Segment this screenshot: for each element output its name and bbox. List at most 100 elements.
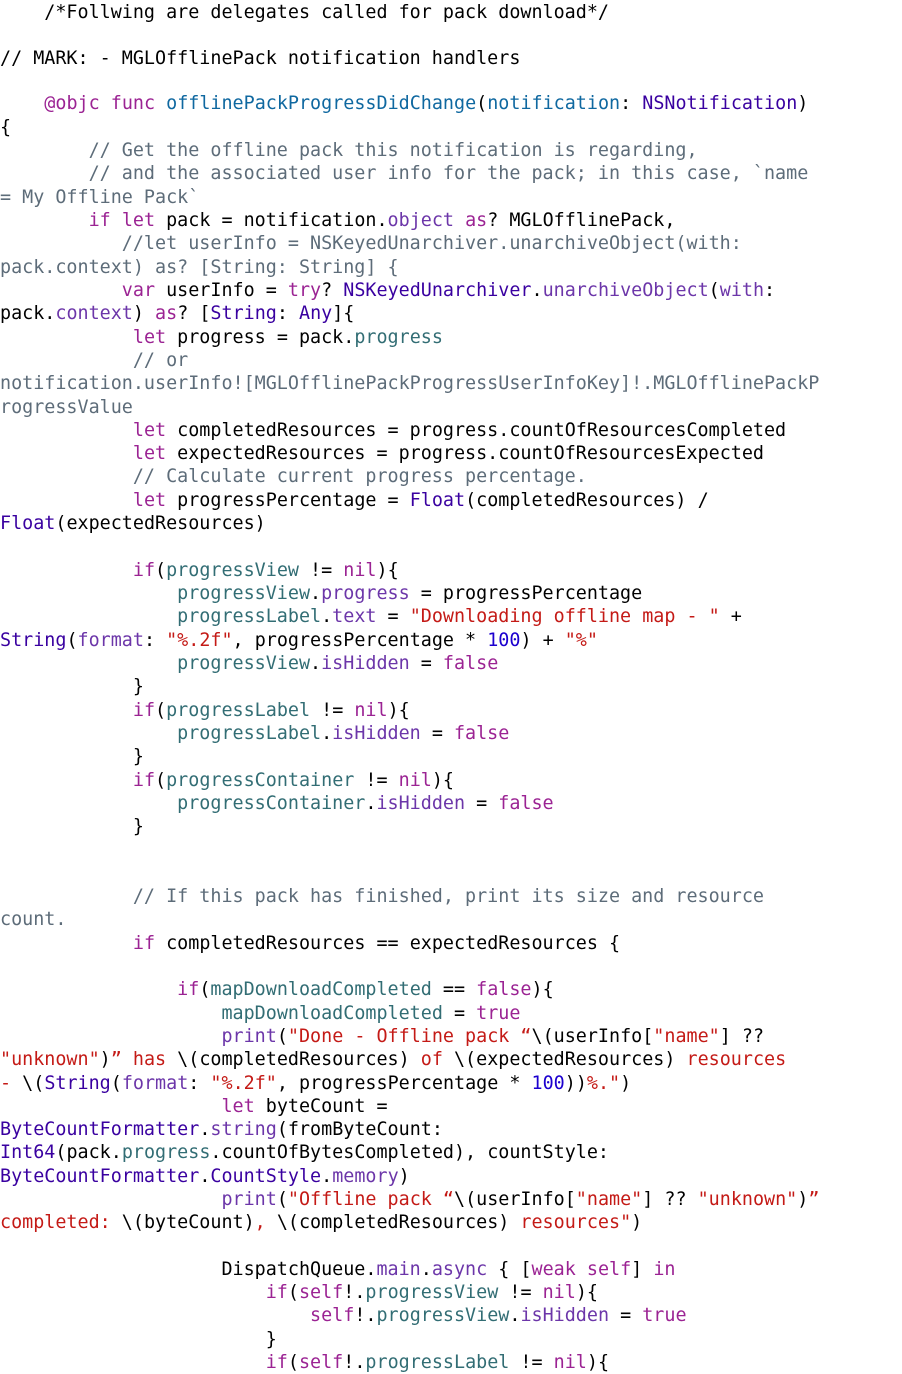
- code-token-plain: .: [310, 653, 322, 674]
- code-line[interactable]: = My Offline Pack`: [0, 186, 199, 210]
- code-token-prop: text: [332, 606, 377, 627]
- code-line[interactable]: count.: [0, 908, 66, 932]
- code-token-comment: // Calculate current progress percentage…: [0, 466, 587, 487]
- code-token-plain: (: [155, 700, 167, 721]
- code-token-member: progressContainer: [177, 793, 366, 814]
- code-line[interactable]: // or: [0, 349, 188, 373]
- code-token-plain: .countOfBytesCompleted), countStyle:: [210, 1142, 609, 1163]
- code-token-member: progressView: [177, 653, 311, 674]
- code-line[interactable]: if(mapDownloadCompleted == false){: [0, 978, 554, 1002]
- code-token-plain: ) +: [520, 630, 565, 651]
- code-token-member: progressLabel: [365, 1352, 510, 1373]
- code-line[interactable]: completed: \(byteCount), \(completedReso…: [0, 1211, 642, 1235]
- code-token-plain: (: [199, 979, 211, 1000]
- code-token-keyword: nil: [398, 770, 432, 791]
- code-line[interactable]: ByteCountFormatter.string(fromByteCount:: [0, 1118, 443, 1142]
- code-token-keyword: if: [88, 210, 111, 231]
- code-token-member: mapDownloadCompleted: [221, 1003, 443, 1024]
- code-line[interactable]: if(self!.progressLabel != nil){: [0, 1351, 609, 1374]
- code-line[interactable]: print("Offline pack “\(userInfo["name"] …: [0, 1188, 819, 1212]
- code-token-string: -: [0, 1073, 23, 1094]
- code-line[interactable]: "unknown")” has \(completedResources) of…: [0, 1048, 786, 1072]
- code-line[interactable]: print("Done - Offline pack “\(userInfo["…: [0, 1025, 764, 1049]
- code-line[interactable]: Float(expectedResources): [0, 512, 266, 536]
- code-line[interactable]: let expectedResources = progress.countOf…: [0, 442, 764, 466]
- code-line[interactable]: pack.context) as? [String: String] {: [0, 256, 399, 280]
- code-token-plain: .: [420, 1259, 432, 1280]
- code-line[interactable]: progressLabel.isHidden = false: [0, 722, 509, 746]
- code-token-plain: [0, 1096, 221, 1117]
- code-token-comment: // Get the offline pack this notificatio…: [0, 140, 698, 161]
- code-token-plain: ==: [431, 979, 477, 1000]
- code-line[interactable]: let byteCount =: [0, 1095, 387, 1119]
- code-token-plain: pack = notification.: [155, 210, 388, 231]
- code-token-plain: = progressPercentage: [409, 583, 643, 604]
- code-line[interactable]: progressLabel.text = "Downloading offlin…: [0, 605, 742, 629]
- code-line[interactable]: //let userInfo = NSKeyedUnarchiver.unarc…: [0, 232, 742, 256]
- code-line[interactable]: @objc func offlinePackProgressDidChange(…: [0, 92, 808, 116]
- code-line[interactable]: // If this pack has finished, print its …: [0, 885, 764, 909]
- code-token-prop: main: [376, 1259, 421, 1280]
- code-token-plain: ){: [575, 1282, 598, 1303]
- code-token-keyword: self: [298, 1352, 344, 1373]
- code-line[interactable]: pack.context) as? [String: Any]{: [0, 302, 354, 326]
- code-token-member: progressLabel: [177, 723, 322, 744]
- code-token-string: "name": [575, 1189, 643, 1210]
- code-token-plain: progressPercentage =: [166, 490, 410, 511]
- code-line[interactable]: ByteCountFormatter.CountStyle.memory): [0, 1165, 410, 1189]
- code-token-keyword: nil: [542, 1282, 576, 1303]
- code-line[interactable]: progressView.isHidden = false: [0, 652, 498, 676]
- code-line[interactable]: DispatchQueue.main.async { [weak self] i…: [0, 1258, 675, 1282]
- code-token-plain: // MARK: - MGLOfflinePack notification h…: [0, 48, 521, 69]
- code-line[interactable]: if(progressLabel != nil){: [0, 699, 410, 723]
- code-token-prop: string: [210, 1119, 277, 1140]
- code-line[interactable]: }: [0, 745, 144, 769]
- code-line[interactable]: }: [0, 1328, 277, 1352]
- code-line[interactable]: // and the associated user info for the …: [0, 162, 809, 186]
- code-token-plain: DispatchQueue.: [0, 1259, 377, 1280]
- code-line[interactable]: progressContainer.isHidden = false: [0, 792, 553, 816]
- code-token-prop: isHidden: [321, 653, 410, 674]
- code-line[interactable]: }: [0, 815, 144, 839]
- code-token-prop: isHidden: [376, 793, 466, 814]
- code-line[interactable]: Int64(pack.progress.countOfBytesComplete…: [0, 1141, 609, 1165]
- code-line[interactable]: // Get the offline pack this notificatio…: [0, 139, 698, 163]
- code-token-plain: [0, 327, 133, 348]
- code-line[interactable]: mapDownloadCompleted = true: [0, 1002, 520, 1026]
- code-line[interactable]: notification.userInfo![MGLOfflinePackPro…: [0, 372, 819, 396]
- code-token-plain: !=: [298, 560, 344, 581]
- code-line[interactable]: let progressPercentage = Float(completed…: [0, 489, 709, 513]
- code-line[interactable]: - \(String(format: "%.2f", progressPerce…: [0, 1072, 631, 1096]
- code-token-typeb: String: [210, 303, 277, 324]
- code-token-comment: = My Offline Pack`: [0, 187, 200, 208]
- code-line[interactable]: let progress = pack.progress: [0, 326, 443, 350]
- code-line[interactable]: var userInfo = try? NSKeyedUnarchiver.un…: [0, 279, 775, 303]
- code-line[interactable]: if let pack = notification.object as? MG…: [0, 209, 676, 233]
- code-line[interactable]: /*Follwing are delegates called for pack…: [0, 1, 609, 25]
- code-token-plain: {: [0, 117, 12, 138]
- code-line[interactable]: {: [0, 116, 11, 140]
- code-line[interactable]: // Calculate current progress percentage…: [0, 465, 587, 489]
- code-line[interactable]: progressView.progress = progressPercenta…: [0, 582, 642, 606]
- code-line[interactable]: self!.progressView.isHidden = true: [0, 1304, 687, 1328]
- code-token-member: progressContainer: [166, 770, 355, 791]
- code-token-plain: (pack.: [55, 1142, 122, 1163]
- code-line[interactable]: if completedResources == expectedResourc…: [0, 932, 620, 956]
- code-token-plain: [100, 93, 111, 114]
- code-line[interactable]: if(progressContainer != nil){: [0, 769, 454, 793]
- code-token-plain: .: [321, 606, 333, 627]
- code-token-member: mapDownloadCompleted: [210, 979, 432, 1000]
- code-line[interactable]: // MARK: - MGLOfflinePack notification h…: [0, 47, 520, 71]
- code-line[interactable]: }: [0, 675, 144, 699]
- code-line[interactable]: let completedResources = progress.countO…: [0, 419, 786, 443]
- code-token-keyword: if: [132, 560, 156, 581]
- code-line[interactable]: if(self!.progressView != nil){: [0, 1281, 598, 1305]
- code-token-typeb: Float: [409, 490, 466, 511]
- code-line[interactable]: if(progressView != nil){: [0, 559, 399, 583]
- code-token-plain: progress = pack.: [166, 327, 355, 348]
- code-token-keyword: false: [476, 979, 532, 1000]
- code-line[interactable]: rogressValue: [0, 396, 133, 420]
- code-line[interactable]: String(format: "%.2f", progressPercentag…: [0, 629, 598, 653]
- code-token-string: completed:: [0, 1212, 122, 1233]
